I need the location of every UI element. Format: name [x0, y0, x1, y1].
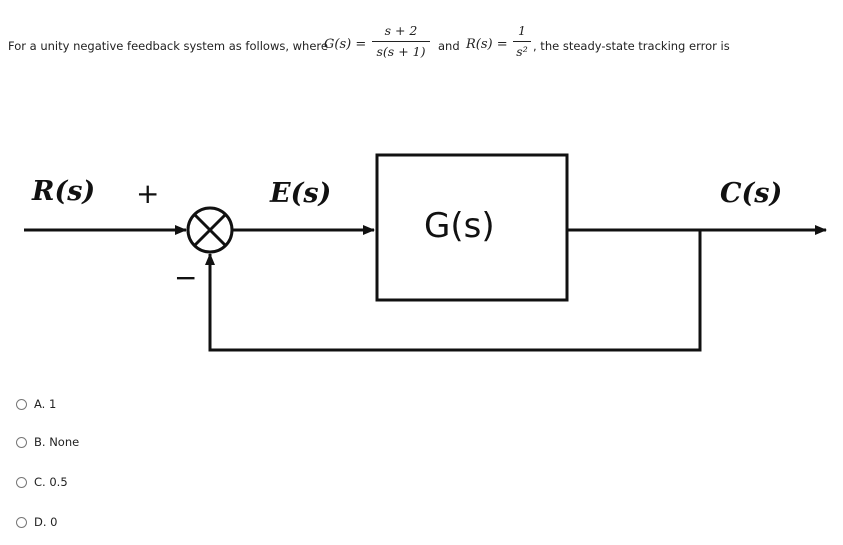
- question-text: For a unity negative feedback system as …: [8, 22, 838, 72]
- option-label: B. None: [34, 435, 80, 449]
- option-label: A. 1: [34, 397, 57, 411]
- option-label: C. 0.5: [34, 475, 68, 489]
- option-a[interactable]: A. 1: [16, 393, 56, 415]
- r-fraction: 1 s²: [513, 22, 531, 61]
- output-label: C(s): [720, 178, 783, 209]
- option-b[interactable]: B. None: [16, 431, 79, 453]
- diagram-lines: [24, 153, 827, 352]
- question-middle: and: [438, 39, 460, 53]
- fraction-bar: [513, 41, 531, 42]
- option-d[interactable]: D. 0: [16, 511, 57, 533]
- input-label: R(s): [32, 176, 96, 207]
- radio-button[interactable]: [16, 476, 27, 488]
- r-numerator: 1: [518, 23, 526, 38]
- g-fraction: s + 2 s(s + 1): [372, 22, 430, 61]
- radio-button[interactable]: [16, 436, 27, 448]
- minus-sign: −: [174, 261, 198, 294]
- question-suffix: , the steady-state tracking error is: [533, 39, 730, 53]
- gs-block: [375, 153, 569, 302]
- block-label: G(s): [424, 206, 495, 246]
- option-label: D. 0: [34, 515, 58, 529]
- error-label: E(s): [270, 178, 332, 209]
- radio-button[interactable]: [16, 398, 27, 410]
- radio-button[interactable]: [16, 516, 27, 528]
- fraction-bar: [372, 41, 430, 42]
- plus-sign: +: [136, 177, 160, 210]
- g-lhs: G(s) =: [324, 37, 367, 52]
- r-lhs: R(s) =: [466, 37, 508, 52]
- feedback-path: [205, 230, 702, 352]
- block-diagram: R(s) + − E(s) G(s) C(s): [0, 140, 843, 370]
- r-denominator: s²: [516, 44, 528, 59]
- g-denominator: s(s + 1): [376, 44, 426, 59]
- summing-cross: [193, 213, 227, 247]
- question-prefix: For a unity negative feedback system as …: [8, 39, 328, 53]
- option-c[interactable]: C. 0.5: [16, 471, 68, 493]
- g-numerator: s + 2: [384, 23, 418, 38]
